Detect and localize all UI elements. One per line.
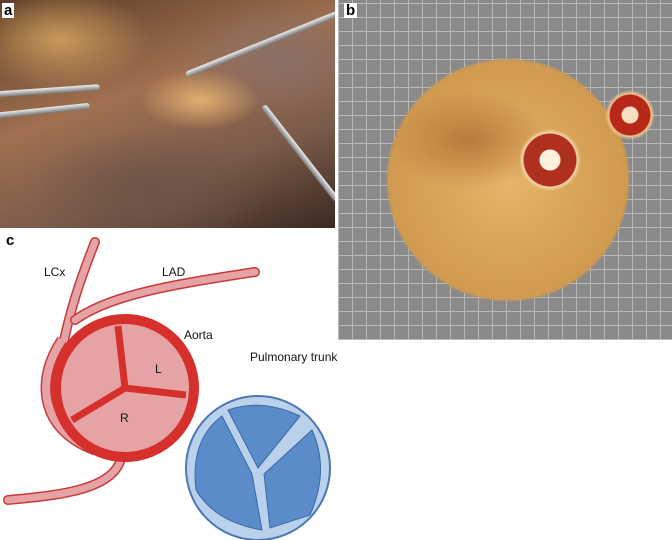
photo-dissection-a [0,0,335,228]
label-right-cusp: R [120,411,129,425]
pulmonary-cusp-top [227,404,301,469]
photo-specimen-b [338,0,672,340]
label-pulmonary-trunk: Pulmonary trunk [250,350,338,364]
forceps-left [0,84,101,98]
panel-label-a: a [2,2,15,19]
label-lcx: LCx [44,265,66,279]
pulmonary-cusp-left [194,415,263,531]
label-left-cusp: L [155,362,162,376]
label-aorta: Aorta [184,328,213,342]
lad-vessel [71,268,259,324]
pulmonary-cusp-right [263,429,321,529]
probe [260,103,335,203]
panel-label-b: b [344,2,358,19]
valve-diagram [3,237,331,540]
forceps-top [185,8,335,78]
lcx-vessel [58,238,99,354]
forceps-left-2 [0,102,91,120]
aorta-commissures [70,325,187,423]
label-lad: LAD [162,265,186,279]
panel-label-c: c [6,232,15,249]
rca-vessel [4,448,126,504]
